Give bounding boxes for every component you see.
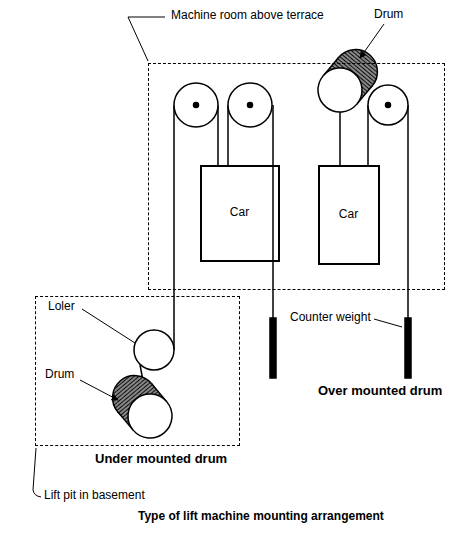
rope bbox=[407, 105, 409, 318]
rope bbox=[272, 105, 274, 318]
pulley bbox=[368, 85, 408, 125]
part-label: Counter weight bbox=[290, 311, 371, 325]
counter-weight bbox=[270, 318, 276, 378]
diagram-title: Type of lift machine mounting arrangemen… bbox=[138, 510, 384, 524]
drum bbox=[104, 367, 181, 447]
pulley-hub bbox=[194, 103, 199, 108]
rope bbox=[227, 105, 229, 165]
loler-pulley bbox=[134, 330, 174, 370]
rope bbox=[217, 105, 219, 165]
car-box: Car bbox=[318, 165, 380, 265]
rope bbox=[173, 105, 175, 350]
pulley-hub bbox=[248, 103, 253, 108]
part-label: Drum bbox=[45, 368, 74, 382]
region-label: Lift pit in basement bbox=[44, 489, 145, 503]
part-label: Loler bbox=[48, 300, 75, 314]
caption-label: Over mounted drum bbox=[318, 384, 442, 399]
rope bbox=[339, 112, 341, 165]
pulley-hub bbox=[386, 103, 391, 108]
counter-weight bbox=[405, 318, 411, 378]
leader-line bbox=[374, 319, 402, 327]
leader-line bbox=[128, 17, 165, 61]
car-box: Car bbox=[200, 165, 280, 262]
pulley bbox=[228, 83, 272, 127]
part-label: Drum bbox=[374, 8, 403, 22]
drum bbox=[309, 41, 386, 121]
leader-line bbox=[33, 448, 41, 497]
leader-line bbox=[82, 309, 135, 343]
rope bbox=[367, 105, 369, 165]
leader-arrow bbox=[360, 24, 384, 58]
car-label: Car bbox=[230, 206, 249, 220]
leader-arrow bbox=[80, 380, 118, 400]
caption-label: Under mounted drum bbox=[95, 452, 227, 467]
region-box: Machine room above terraceCarCar bbox=[148, 63, 445, 290]
region-label: Machine room above terrace bbox=[171, 9, 324, 23]
pulley bbox=[174, 83, 218, 127]
car-label: Car bbox=[339, 208, 358, 222]
